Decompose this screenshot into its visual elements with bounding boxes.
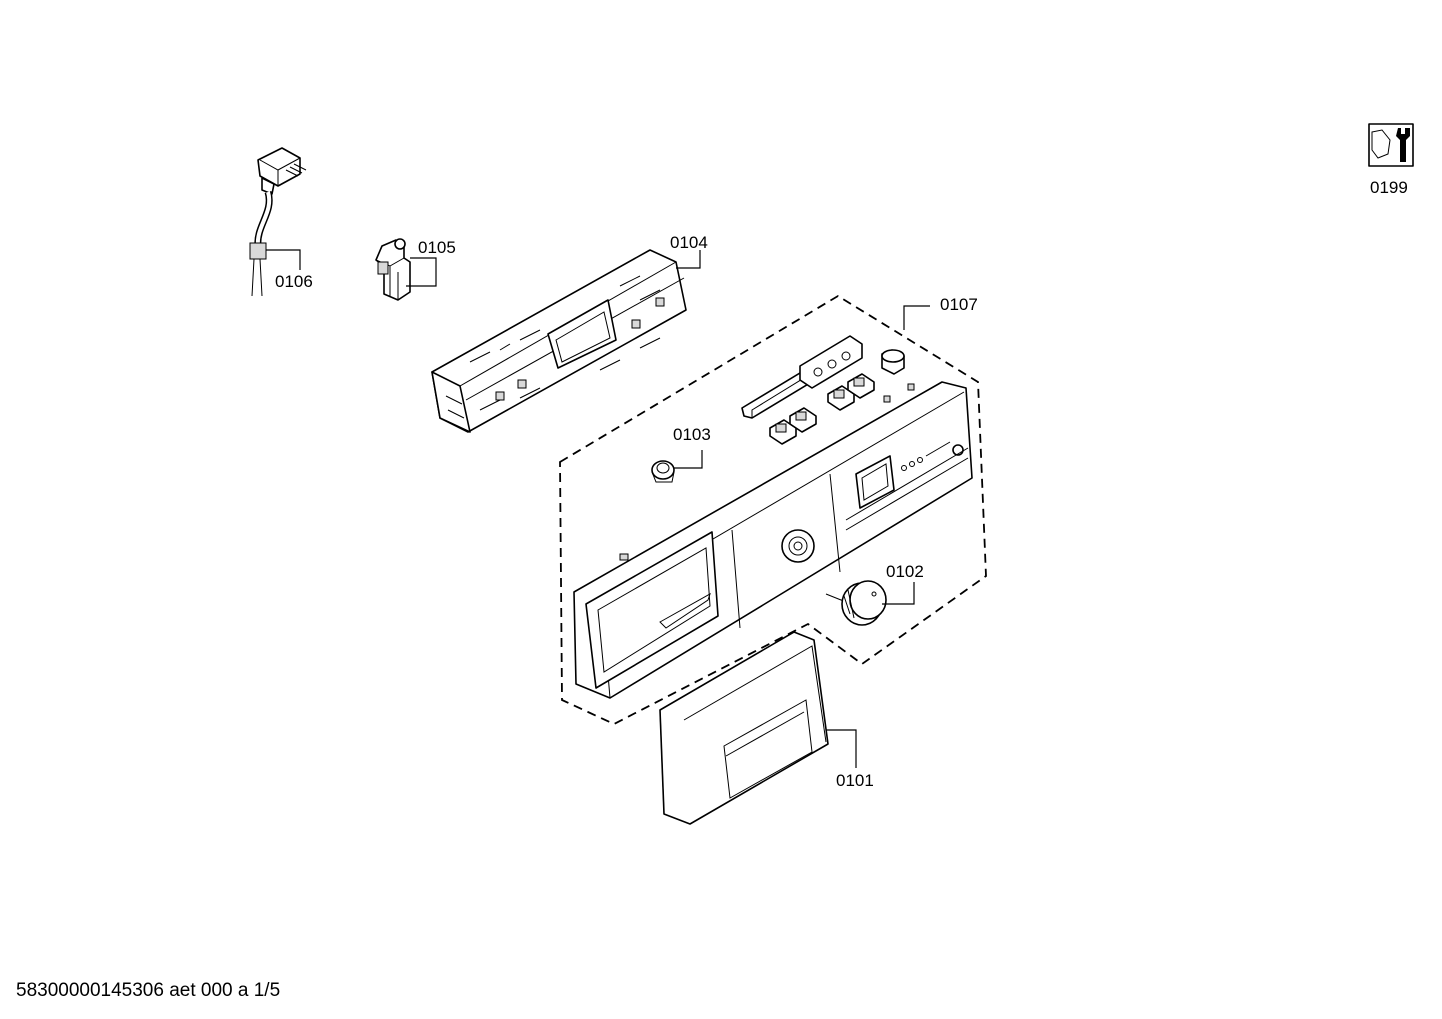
part-0107-button-set[interactable] bbox=[741, 335, 905, 445]
part-0101-drawer-front[interactable] bbox=[659, 631, 829, 825]
leader-0103 bbox=[674, 450, 703, 469]
part-0107-control-panel[interactable] bbox=[573, 381, 973, 699]
document-footer: 58300000145306 aet 000 a 1/5 bbox=[16, 980, 281, 1001]
leader-0104 bbox=[676, 250, 701, 269]
leader-0107 bbox=[903, 305, 930, 330]
leader-0105 bbox=[406, 257, 437, 287]
label-0102: 0102 bbox=[886, 562, 924, 581]
label-0105: 0105 bbox=[418, 238, 456, 257]
part-0102-knob[interactable] bbox=[825, 580, 887, 626]
part-0106-power-cable[interactable] bbox=[249, 147, 307, 297]
wrench-icon[interactable] bbox=[1368, 123, 1414, 167]
label-0101: 0101 bbox=[836, 771, 874, 790]
part-0103-cap[interactable] bbox=[651, 460, 675, 483]
assembly-0107-boundary bbox=[559, 294, 987, 726]
leader-0102 bbox=[882, 582, 915, 605]
label-0104: 0104 bbox=[670, 233, 708, 252]
label-0106: 0106 bbox=[275, 272, 313, 291]
part-0105-connector[interactable] bbox=[375, 238, 411, 301]
leader-0101 bbox=[826, 729, 857, 768]
part-0104-electronic-module[interactable] bbox=[431, 249, 687, 433]
label-0107: 0107 bbox=[940, 295, 978, 314]
leader-0106 bbox=[266, 249, 301, 270]
label-0199: 0199 bbox=[1370, 178, 1408, 197]
label-0103: 0103 bbox=[673, 425, 711, 444]
